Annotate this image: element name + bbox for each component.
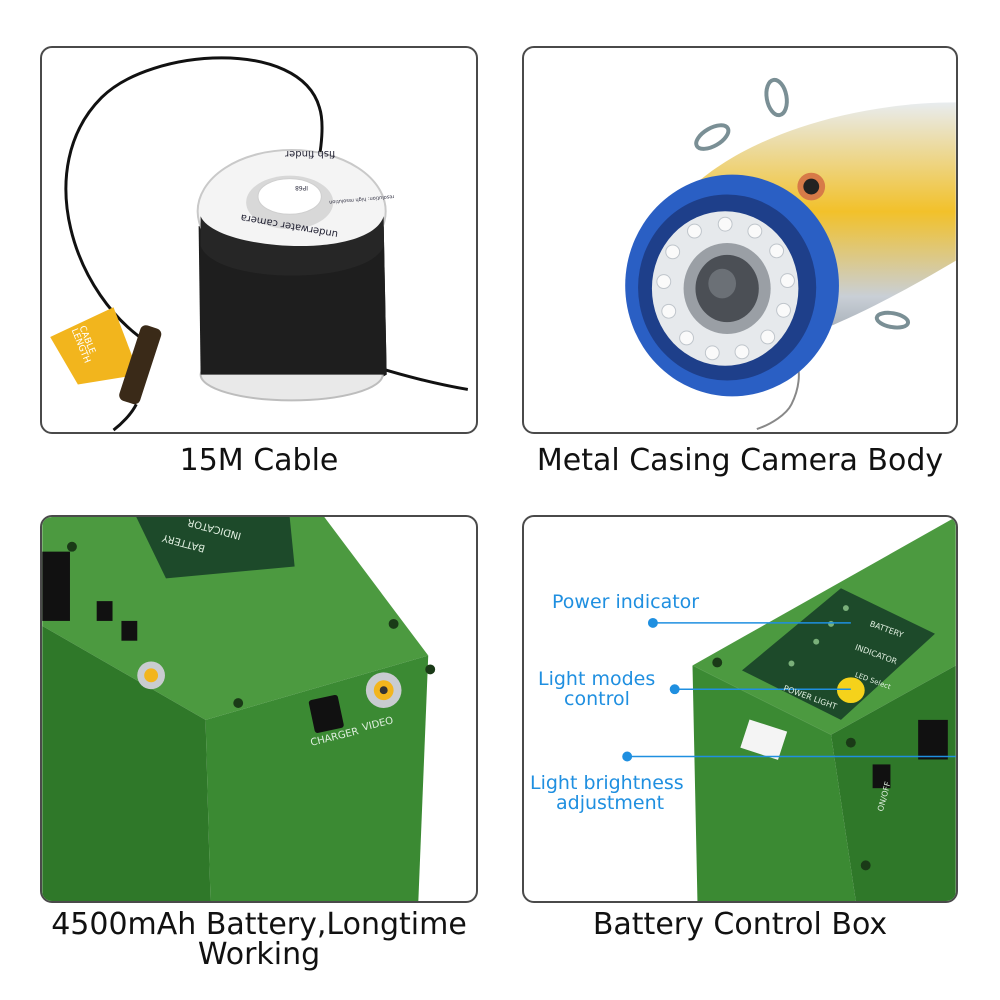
caption-cable: 15M Cable <box>179 443 339 478</box>
caption-camera: Metal Casing Camera Body <box>536 443 944 478</box>
callout-light-modes: Light modes <box>538 668 656 690</box>
panel-cable: fish finder underwater camera resolution… <box>40 46 478 434</box>
cable-spool-image <box>50 56 469 432</box>
control-box-image <box>622 517 956 901</box>
panel-battery: BATTERY INDICATOR CHARGER VIDEO <box>40 515 478 903</box>
spool-label-ip68: IP68 <box>295 184 309 191</box>
camera-body-image <box>625 77 956 430</box>
panel-control-box: Power indicator Light modes control Ligh… <box>522 515 958 903</box>
caption-battery-line2: Working <box>197 937 321 972</box>
callout-light-brightness: Light brightness <box>530 772 684 794</box>
callout-power-indicator: Power indicator <box>552 591 700 613</box>
battery-box-image <box>42 517 436 901</box>
panel-camera <box>522 46 958 434</box>
spool-label-fish-finder: fish finder <box>285 148 336 159</box>
caption-battery-line1: 4500mAh Battery,Longtime <box>51 907 467 942</box>
caption-control-box: Battery Control Box <box>592 907 888 942</box>
callout-light-modes-control: control <box>564 688 630 710</box>
callout-brightness-adjustment: adjustment <box>556 792 665 814</box>
